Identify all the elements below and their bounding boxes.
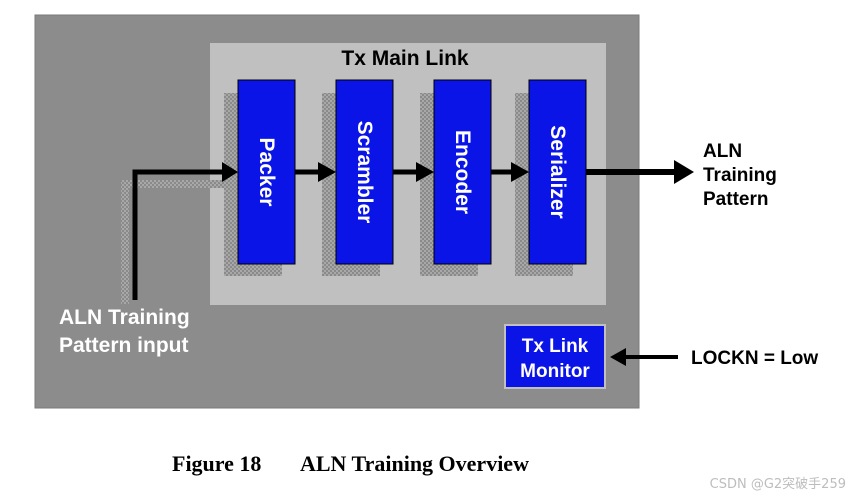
input-label-line2: Pattern input: [59, 334, 189, 357]
tx-link-monitor-block: [504, 324, 606, 389]
input-line: [132, 169, 222, 300]
input-line-shadow: [121, 180, 129, 304]
lockn-label: LOCKN = Low: [691, 348, 818, 369]
output-label-line2: Training: [703, 165, 777, 186]
figure-number: Figure 18: [172, 451, 261, 476]
input-arrowhead: [222, 162, 238, 182]
arrowhead-encoder-serializer: [511, 162, 529, 182]
watermark: CSDN @G2突破手259: [710, 476, 846, 492]
encoder-label: Encoder: [451, 130, 474, 214]
lockn-arrowhead: [610, 348, 626, 366]
output-label-line3: Pattern: [703, 189, 768, 210]
monitor-label-line1: Tx Link: [522, 336, 589, 357]
packer-label: Packer: [255, 138, 278, 207]
output-arrowhead: [674, 160, 694, 184]
main-link-title: Tx Main Link: [341, 47, 469, 70]
input-line-shadow-h: [121, 180, 225, 188]
serializer-block: [528, 79, 587, 265]
input-label-line1: ALN Training: [59, 306, 190, 329]
scrambler-label: Scrambler: [353, 121, 376, 224]
arrowhead-packer-scrambler: [318, 162, 336, 182]
scrambler-block: [335, 79, 394, 265]
arrowhead-scrambler-encoder: [416, 162, 434, 182]
encoder-block: [433, 79, 492, 265]
monitor-label-line2: Monitor: [520, 361, 590, 382]
figure-title: ALN Training Overview: [300, 451, 529, 476]
serializer-label: Serializer: [546, 125, 569, 218]
output-label-line1: ALN: [703, 141, 742, 162]
